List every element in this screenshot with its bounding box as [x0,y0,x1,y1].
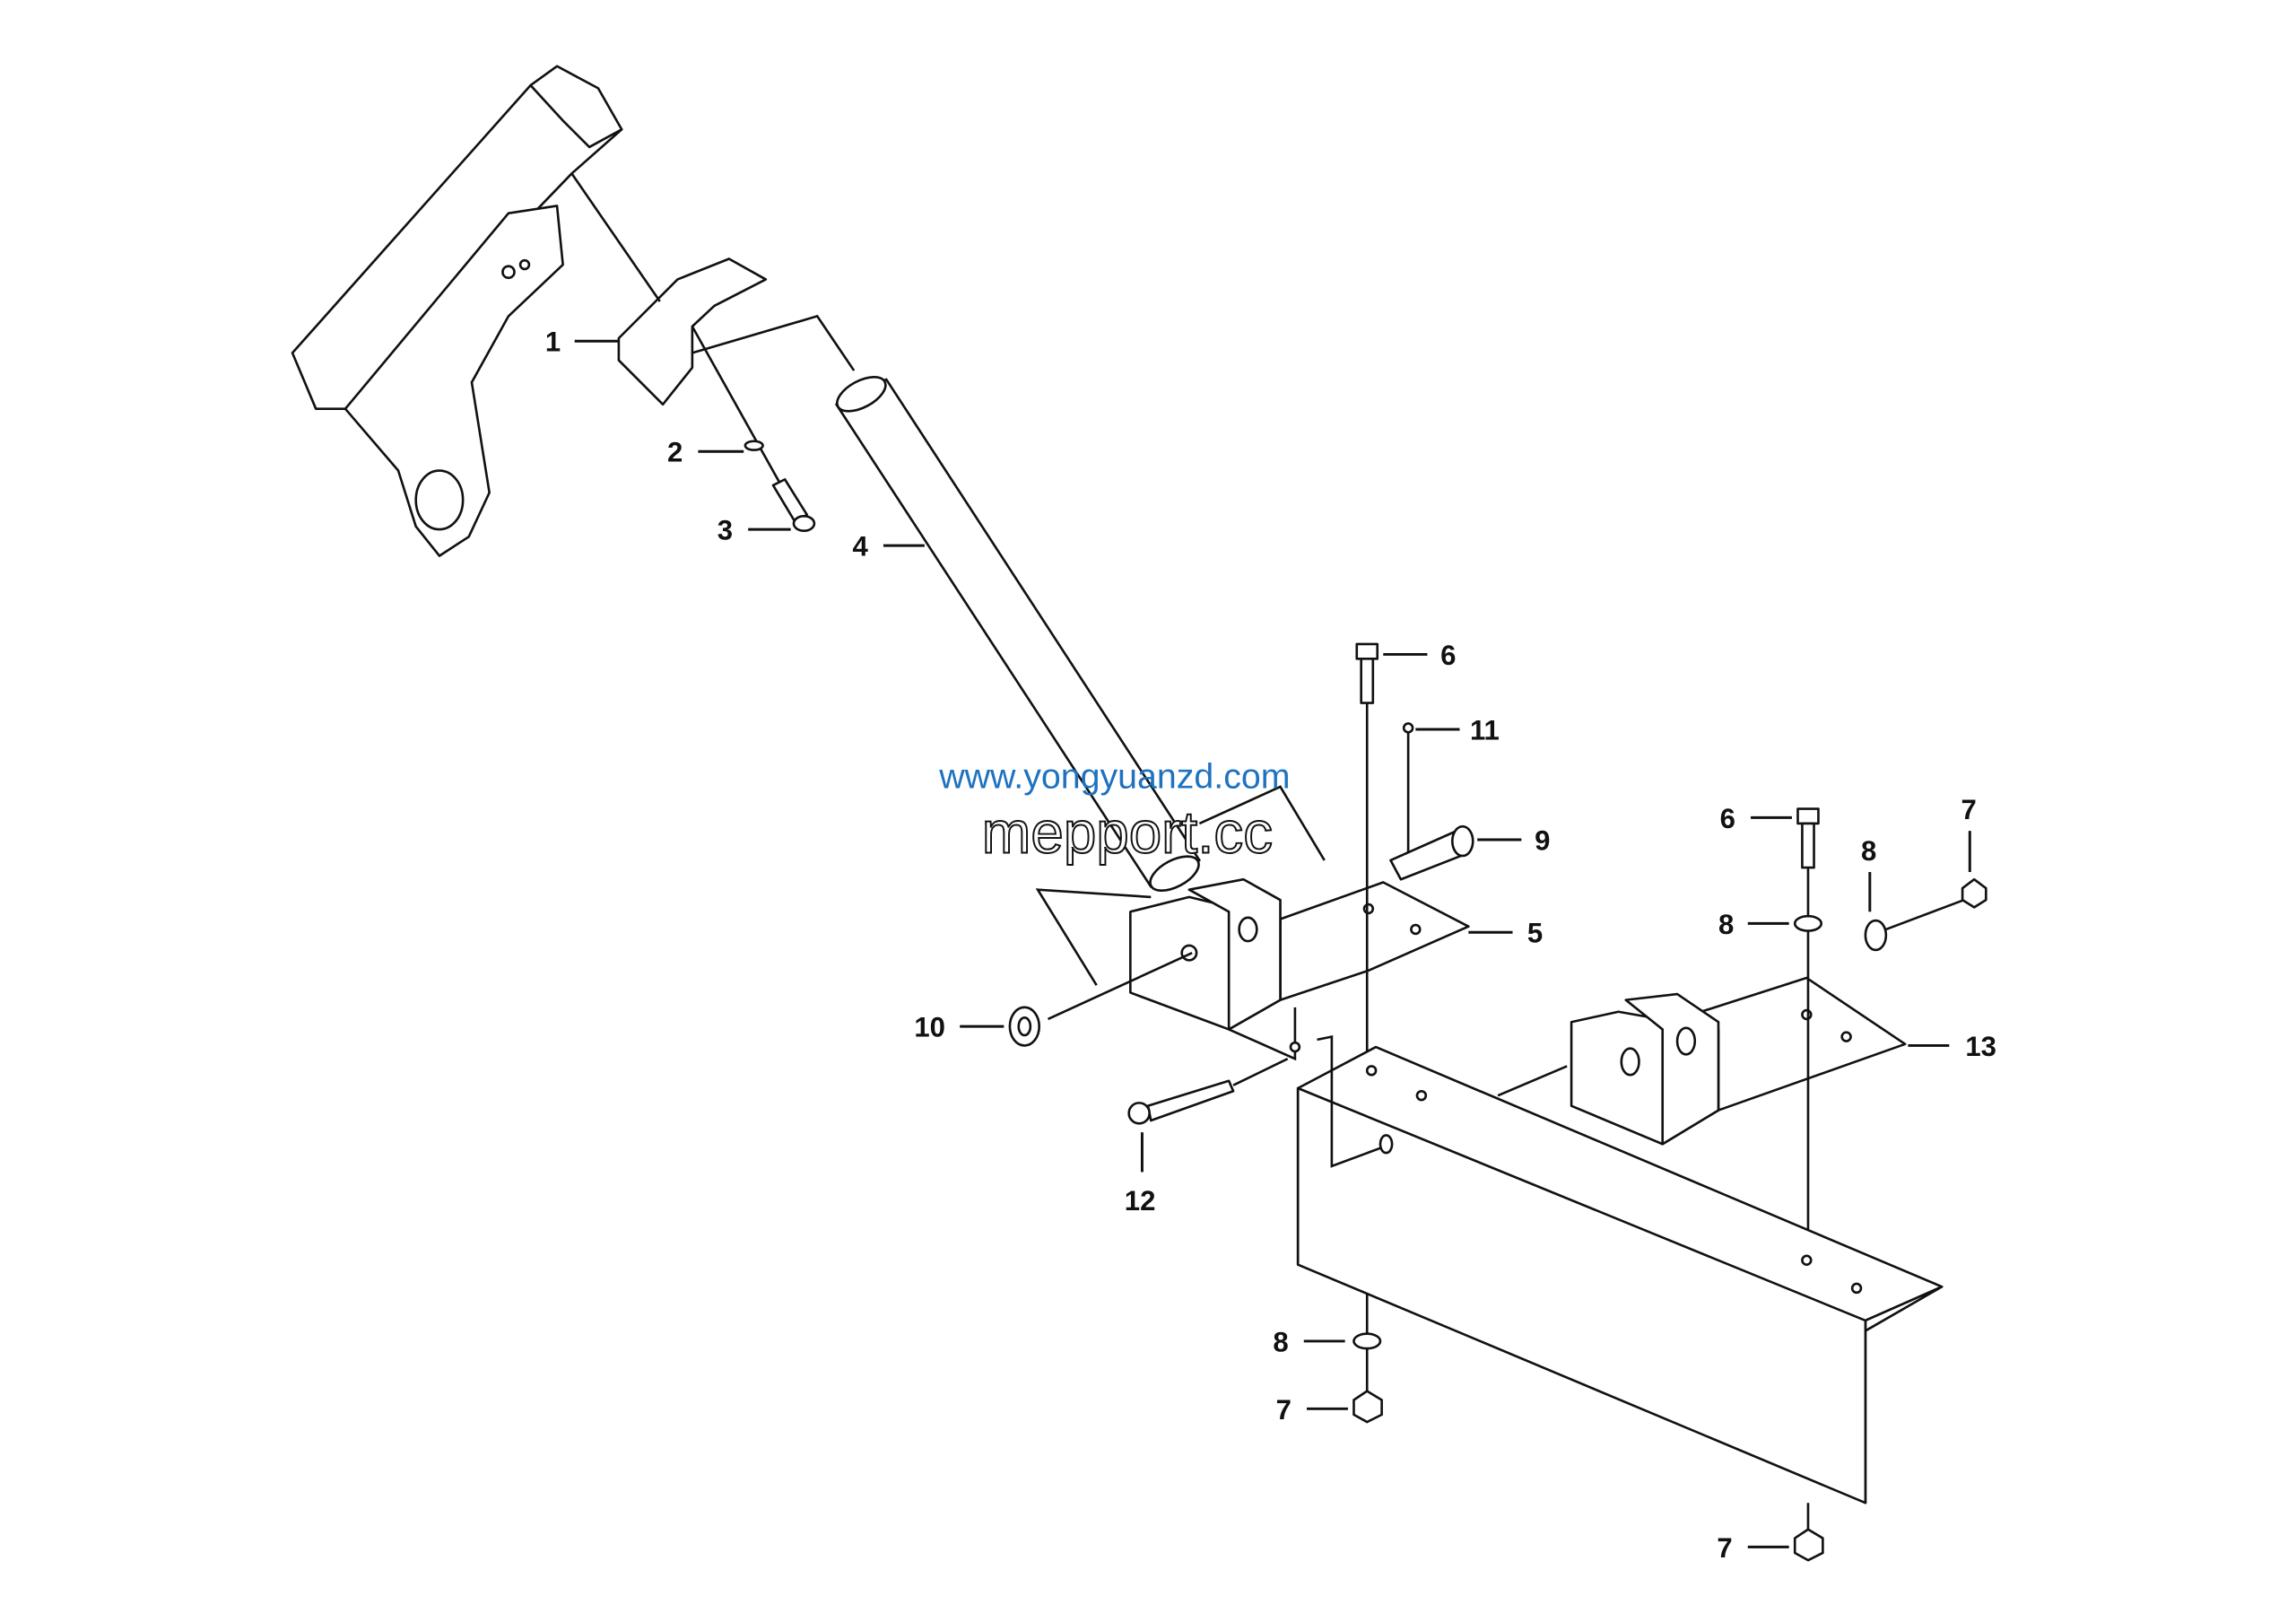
callout-label: 6 [1720,803,1735,834]
watermark-outline: mepport.cc [982,800,1273,866]
callout-7b: 7 [1276,1394,1348,1426]
callout-7a: 7 [1961,794,1977,873]
callout-3: 3 [718,515,791,546]
callout-6b: 6 [1720,803,1792,834]
tube-part-4 [835,375,1326,986]
callout-9: 9 [1477,824,1550,856]
callout-label: 8 [1861,835,1876,867]
callout-8a: 8 [1861,835,1876,912]
callout-8c: 8 [1273,1326,1345,1357]
callout-label: 13 [1965,1031,1996,1062]
callout-label: 8 [1718,909,1734,940]
bracket-part-13 [1570,807,1987,1258]
fasteners-top [1008,642,1474,1125]
callout-7c: 7 [1717,1532,1789,1564]
callout-label: 7 [1276,1394,1292,1426]
callout-label: 6 [1440,640,1456,671]
callout-8b: 8 [1718,909,1789,940]
callout-label: 9 [1535,824,1550,856]
callout-label: 1 [545,327,561,358]
callout-10: 10 [914,1012,1004,1043]
lever-arm-part [291,65,623,557]
callout-13: 13 [1908,1031,1996,1062]
callout-label: 4 [853,531,869,562]
bracket-part-1 [570,172,856,406]
pin-part-3 [691,326,816,533]
bracket-part-5 [1129,877,1470,1061]
callout-label: 7 [1717,1532,1732,1564]
callout-label: 5 [1527,918,1543,949]
callout-label: 11 [1470,715,1500,746]
callout-label: 7 [1961,794,1976,825]
watermark-url: www.yongyuanzd.com [938,757,1290,797]
base-angle-plate [1296,1035,1944,1562]
callout-label: 3 [718,515,733,546]
callout-4: 4 [853,531,925,562]
callout-11: 11 [1415,715,1500,746]
callout-12: 12 [1125,1132,1156,1216]
callout-label: 8 [1273,1326,1288,1357]
callout-label: 2 [667,437,683,468]
callout-1: 1 [545,327,619,358]
callout-2: 2 [667,437,744,468]
callout-label: 12 [1125,1185,1156,1216]
callout-6a: 6 [1383,640,1457,671]
callout-label: 10 [914,1012,945,1043]
callout-5: 5 [1468,918,1543,949]
